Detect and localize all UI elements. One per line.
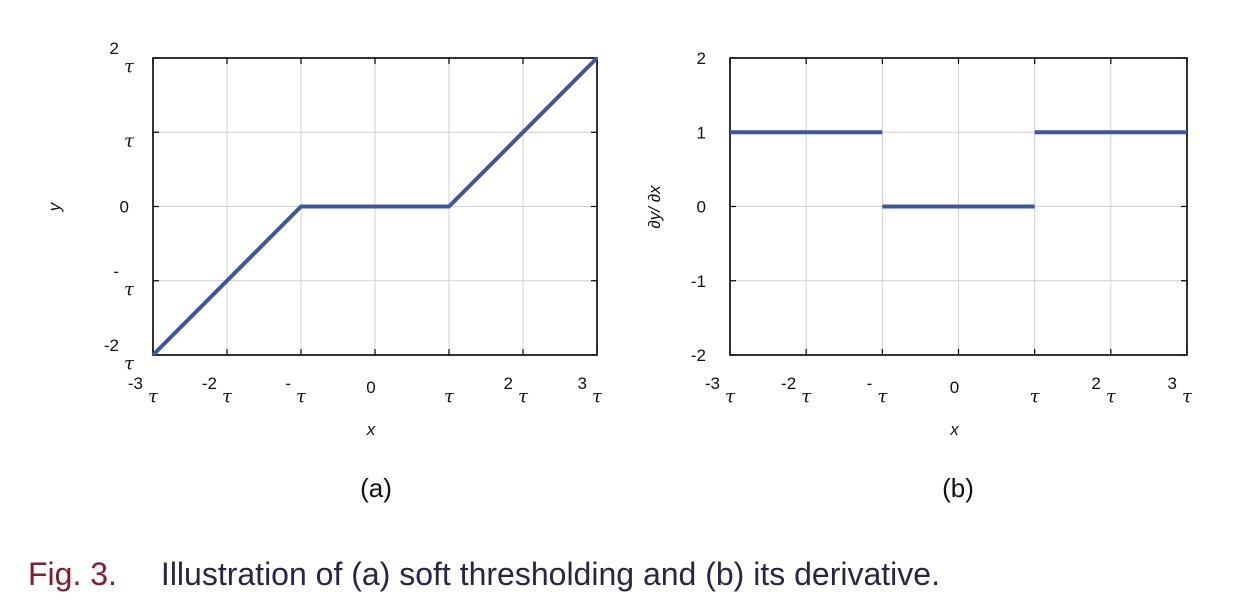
y-tick-label: 2 [697,49,706,68]
y-tick-label: 0 [120,198,129,217]
x-tick-label: -2 [202,374,217,393]
x-tick-label: τ [592,386,603,407]
y-tick-label: τ [124,353,135,374]
x-tick-label: τ [801,386,812,407]
x-tick-label: - [285,374,291,393]
caption-text: Illustration of (a) soft thresholding an… [160,556,940,592]
x-tick-label: τ [222,386,233,407]
y-tick-label: 2 [110,39,119,58]
x-tick-label: τ [296,386,307,407]
y-tick-label: τ [124,56,135,77]
y-tick-label: 1 [697,123,706,142]
data-line-segment [151,56,599,357]
x-tick-label: 3 [578,374,587,393]
panel-label: (a) [360,473,392,503]
x-tick-label: τ [148,386,159,407]
x-tick-label: τ [725,386,736,407]
figure-caption: Fig. 3. Illustration of (a) soft threshol… [28,556,940,593]
caption-number: Fig. 3. [28,556,117,592]
x-tick-label: τ [444,386,455,407]
x-tick-label: τ [877,386,888,407]
x-tick-label: 2 [1091,374,1100,393]
plot-frame [729,57,1188,356]
x-tick-label: -2 [781,374,796,393]
x-axis-label: x [366,420,376,439]
x-tick-label: 0 [950,378,959,397]
y-tick-label: -2 [104,336,119,355]
plot-frame [152,57,598,356]
x-tick-label: 2 [504,374,513,393]
x-tick-label: -3 [705,374,720,393]
x-tick-label: -3 [128,374,143,393]
y-tick-label: -1 [691,272,706,291]
x-tick-label: 0 [366,378,375,397]
y-tick-label: 0 [697,198,706,217]
y-axis-label: y [45,201,64,212]
panel-label: (b) [942,473,974,503]
y-tick-label: τ [124,130,135,151]
y-tick-label: -2 [691,346,706,365]
x-tick-label: τ [1106,386,1117,407]
y-tick-label: τ [124,279,135,300]
x-axis-label: x [949,420,959,439]
y-tick-label: - [113,262,119,281]
x-tick-label: τ [1182,386,1193,407]
x-tick-label: 3 [1168,374,1177,393]
y-axis-label: ∂y/ ∂x [645,185,664,229]
x-tick-label: τ [518,386,529,407]
x-tick-label: τ [1030,386,1041,407]
x-tick-label: - [867,374,873,393]
